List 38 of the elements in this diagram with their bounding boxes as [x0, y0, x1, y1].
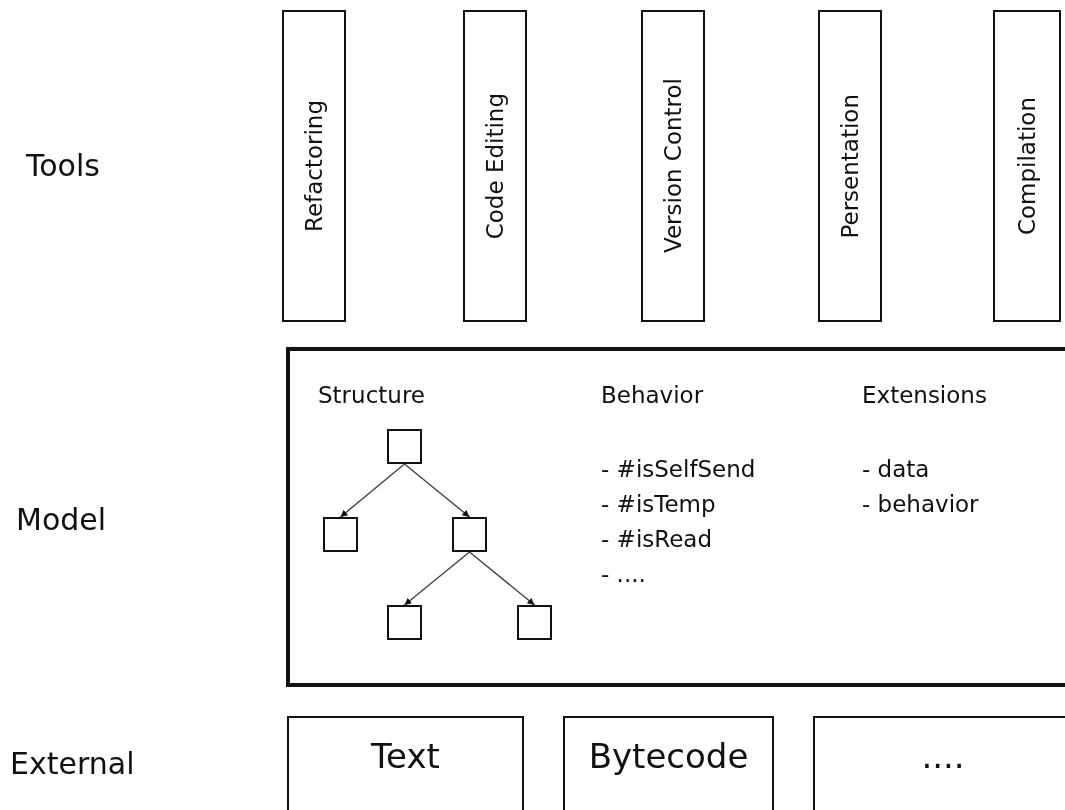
format-box	[287, 716, 524, 810]
tool-box	[282, 10, 346, 322]
tree-node-box	[452, 517, 487, 552]
model-panel	[286, 347, 1065, 687]
list-item: - data	[862, 455, 930, 483]
tool-label: Version Control	[660, 78, 686, 254]
tool-label: Code Editing	[482, 92, 508, 240]
tool-label: Compilation	[1014, 96, 1040, 236]
tool-box	[641, 10, 705, 322]
format-label: Bytecode	[588, 736, 749, 778]
layer-label: Model	[16, 502, 107, 537]
list-item: - #isSelfSend	[601, 455, 756, 483]
tree-node-box	[387, 429, 422, 464]
tool-box	[463, 10, 527, 322]
arrow	[403, 551, 471, 606]
tree-node-box	[517, 605, 552, 640]
list-item: - ....	[601, 560, 646, 588]
column-heading: Behavior	[601, 381, 704, 409]
tool-box	[993, 10, 1061, 322]
format-box	[563, 716, 774, 810]
layer-label: Tools	[26, 148, 100, 183]
format-label: Text	[371, 736, 440, 778]
format-label: ....	[921, 736, 965, 778]
arrow	[339, 463, 406, 518]
column-heading: Structure	[318, 381, 425, 409]
format-box	[813, 716, 1065, 810]
tree-node-box	[387, 605, 422, 640]
list-item: - behavior	[862, 490, 979, 518]
arrow	[403, 463, 471, 518]
tree-node-box	[323, 517, 358, 552]
arrow	[468, 551, 536, 606]
list-item: - #isRead	[601, 525, 713, 553]
tool-label: Refactoring	[301, 99, 327, 233]
tool-label: Persentation	[837, 93, 863, 239]
list-item: - #isTemp	[601, 490, 716, 518]
layer-label: External	[10, 746, 135, 781]
tool-box	[818, 10, 882, 322]
column-heading: Extensions	[862, 381, 987, 409]
